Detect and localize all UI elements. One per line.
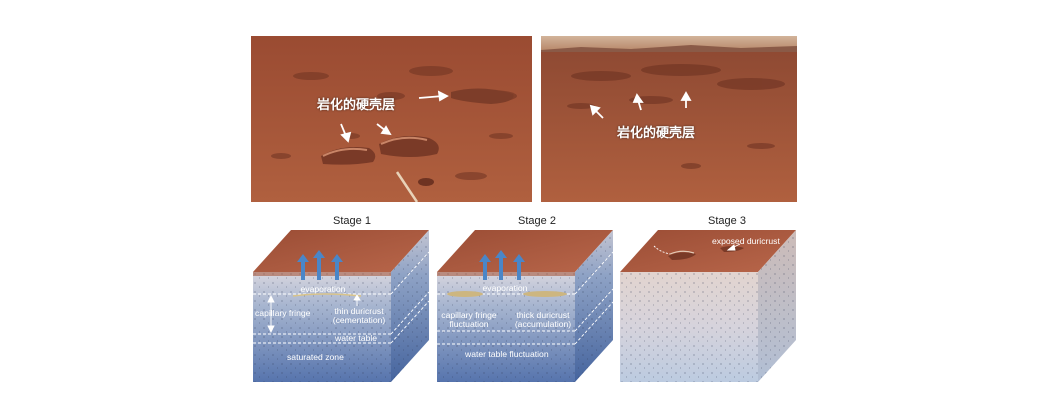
stage-1-duricrust-label: thin duricrust (cementation) [323,306,395,326]
stage-2-duricrust-line2: (accumulation) [514,319,572,330]
stage-2-capillary-line2: fluctuation [449,319,489,330]
stage-2-duricrust-line1: thick duricrust [516,310,570,320]
stage-1-duricrust-line2: (cementation) [332,315,386,326]
stage-1-saturated-zone-label: saturated zone [287,352,344,362]
stage-1-title: Stage 1 [333,215,371,227]
stage-1-water-table-label: water table [335,333,378,343]
stage-3-block: exposed duricrust [620,226,810,384]
stage-3-title: Stage 3 [708,215,746,227]
photo-left-label: 岩化的硬壳层 [317,98,396,113]
stage-1-evaporation-label: evaporation [300,284,346,294]
stage-3-exposed-label: exposed duricrust [712,236,780,246]
stage-1-block: evaporation capillary fringe thin duricr… [253,226,443,384]
mars-photo-left: 岩化的硬壳层 [251,36,532,202]
stage-2-block: evaporation capillary fringe fluctuation… [437,226,627,384]
mars-photo-right: 岩化的硬壳层 [541,36,797,202]
stage-1-capillary-fringe-label: capillary fringe [255,308,311,318]
stage-2-title: Stage 2 [518,215,556,227]
stage-2-duricrust-label: thick duricrust (accumulation) [507,310,579,330]
stage-1-duricrust-line1: thin duricrust [334,306,384,316]
photo-right-label: 岩化的硬壳层 [617,126,696,141]
stage-2-capillary-line1: capillary fringe [441,310,497,320]
stage-2-evaporation-label: evaporation [482,283,528,293]
stage-2-capillary-label: capillary fringe fluctuation [437,310,501,330]
stage-2-water-table-label: water table fluctuation [465,349,549,359]
